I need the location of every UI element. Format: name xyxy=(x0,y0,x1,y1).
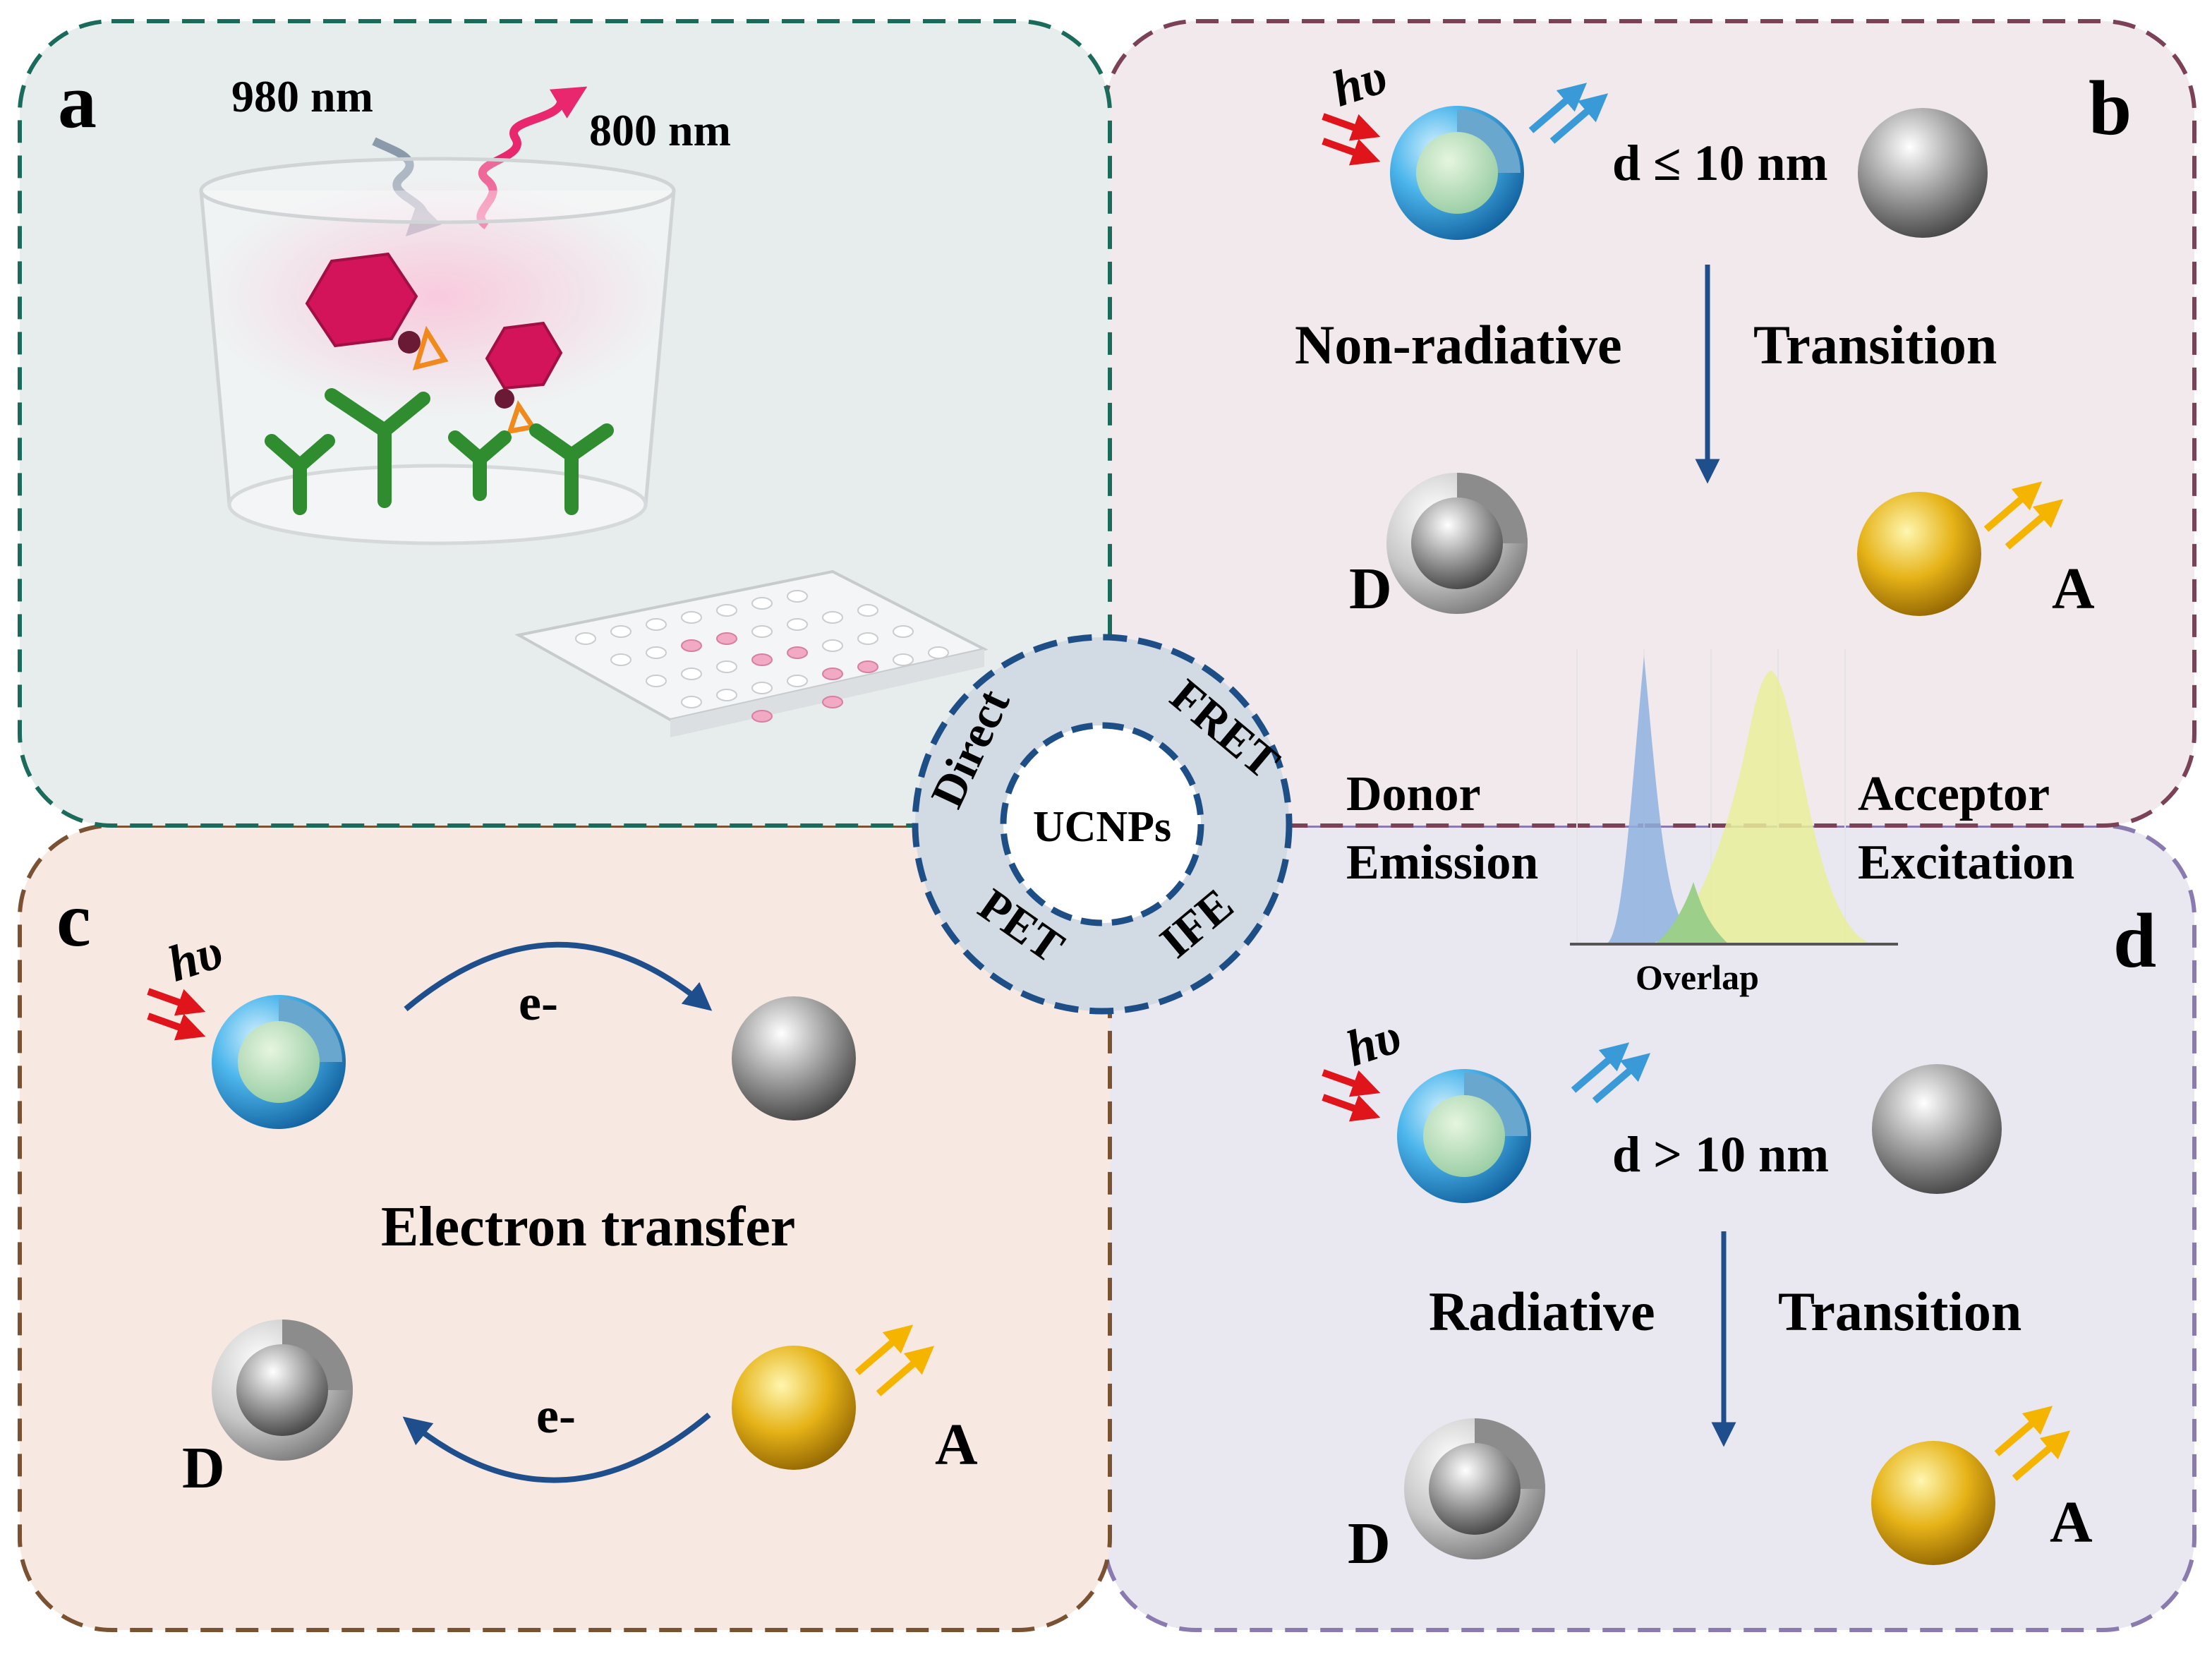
transition-type-label: Radiative xyxy=(1429,1281,1655,1342)
binding-bead-icon xyxy=(495,389,514,409)
emission-arrow-icon xyxy=(1571,1042,1630,1093)
spectral-overlap-chart xyxy=(1570,649,1898,946)
quencher-sphere-icon xyxy=(1858,108,1988,238)
acceptor-emission-arrow-icon xyxy=(1983,481,2043,532)
acceptor-emission-arrow-icon xyxy=(1994,1406,2053,1456)
panel-d-background xyxy=(1102,823,2196,1632)
donor-sphere-icon xyxy=(1404,1418,1545,1559)
donor-emission-peak xyxy=(1605,656,1729,944)
acceptor-label: A xyxy=(2050,1490,2093,1555)
transition-type-label: Non-radiative xyxy=(1295,314,1622,375)
upconversion-nanoparticle-icon xyxy=(305,252,418,348)
acceptor-emission-arrow-icon xyxy=(2005,499,2064,550)
transition-label: Transition xyxy=(1778,1281,2021,1342)
panel-a-label: a xyxy=(58,58,97,144)
electron-label: e- xyxy=(519,974,558,1031)
distance-label: d > 10 nm xyxy=(1612,1126,1829,1183)
donor-label: D xyxy=(182,1435,225,1501)
emission-arrow-icon xyxy=(1528,83,1588,133)
acceptor-excitation-label-line2: Excitation xyxy=(1858,835,2074,890)
acceptor-sphere-icon xyxy=(732,1346,856,1470)
binding-bead-icon xyxy=(398,331,421,354)
quencher-sphere-icon xyxy=(1872,1064,2002,1194)
process-label: Electron transfer xyxy=(381,1196,795,1258)
panel-d xyxy=(1102,823,2196,1632)
quencher-sphere-icon xyxy=(732,996,856,1121)
excitation-arrow-icon xyxy=(1322,1094,1381,1122)
acceptor-excitation-label-line1: Acceptor xyxy=(1858,767,2050,821)
excitation-arrow-icon xyxy=(1322,1069,1381,1097)
acceptor-label: A xyxy=(935,1412,978,1478)
overlap-region xyxy=(1655,882,1729,944)
microplate-icon xyxy=(514,569,989,737)
ucnp-core-shell-icon xyxy=(1397,1069,1531,1203)
excitation-wavelength-label: 980 nm xyxy=(231,71,373,121)
donor-emission-label-line1: Donor xyxy=(1346,767,1481,821)
panel-c-label: c xyxy=(56,876,91,962)
acceptor-emission-arrow-icon xyxy=(876,1346,935,1396)
ucnp-core-shell-icon xyxy=(1390,106,1524,240)
excitation-arrow-icon xyxy=(1322,138,1381,166)
panel-b-label: b xyxy=(2089,65,2132,151)
acceptor-sphere-icon xyxy=(1857,492,1981,616)
donor-label: D xyxy=(1349,556,1392,622)
emission-arrow-icon xyxy=(1549,93,1609,144)
center-ring: UCNPs Direct FRET PET IFE xyxy=(912,634,1293,1015)
target-molecule-icon xyxy=(506,400,537,435)
distance-label: d ≤ 10 nm xyxy=(1612,135,1828,191)
emission-arrow-icon xyxy=(1592,1053,1651,1104)
ucnp-core-shell-icon xyxy=(212,995,346,1129)
upconversion-nanoparticle-icon xyxy=(485,321,563,390)
donor-sphere-icon xyxy=(212,1320,353,1461)
excitation-arrow-icon xyxy=(1322,113,1381,141)
antibody-icon xyxy=(265,388,614,515)
acceptor-label: A xyxy=(2052,556,2095,622)
ucnps-label: UCNPs xyxy=(1033,803,1171,851)
ucnps-core-circle xyxy=(1000,722,1204,926)
electron-transfer-arrow-icon xyxy=(404,941,713,1012)
emission-wavelength-label: 800 nm xyxy=(589,105,731,155)
panel-d-label: d xyxy=(2113,898,2156,984)
target-molecule-icon xyxy=(412,325,449,370)
excitation-arrow-icon xyxy=(147,1013,206,1041)
donor-label: D xyxy=(1348,1511,1391,1576)
electron-label: e- xyxy=(536,1387,576,1444)
transition-label: Transition xyxy=(1753,314,1997,375)
acceptor-excitation-peak xyxy=(1651,670,1873,944)
donor-emission-label-line2: Emission xyxy=(1346,835,1538,890)
electron-transfer-arrow-icon xyxy=(402,1412,711,1483)
acceptor-emission-arrow-icon xyxy=(854,1324,914,1375)
overlap-label: Overlap xyxy=(1636,958,1759,997)
excitation-arrow-icon xyxy=(147,988,206,1016)
donor-sphere-icon xyxy=(1386,473,1528,614)
acceptor-emission-arrow-icon xyxy=(2012,1430,2071,1481)
acceptor-sphere-icon xyxy=(1871,1441,1995,1565)
